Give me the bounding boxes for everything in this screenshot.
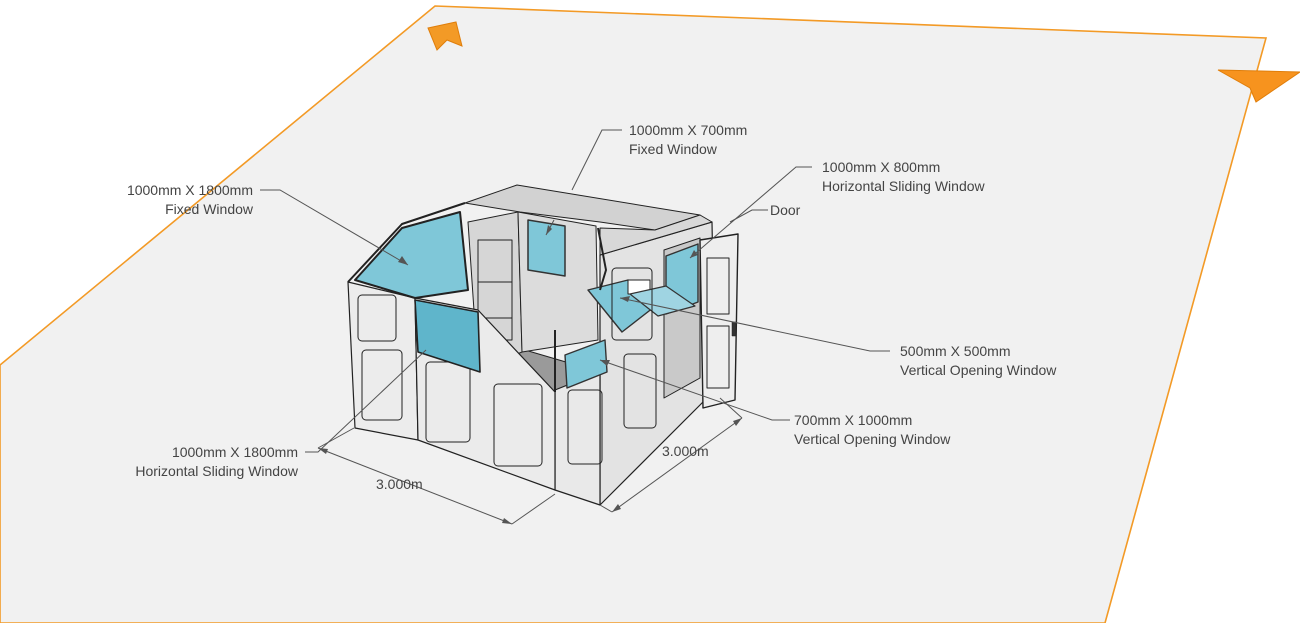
dimension-depth-label: 3.000m <box>662 443 709 459</box>
label-type: Horizontal Sliding Window <box>822 178 985 194</box>
cabin-model[interactable] <box>347 184 739 506</box>
wall-panel <box>477 239 513 319</box>
label-type: Fixed Window <box>629 141 717 157</box>
door-handle-icon <box>731 321 737 337</box>
door-panel <box>706 257 730 315</box>
leader-lines <box>260 129 890 453</box>
wall-panel <box>493 383 543 467</box>
dimension-arrowheads <box>318 418 742 524</box>
section-arrow-icon[interactable] <box>427 21 463 51</box>
roof-edge <box>347 202 466 283</box>
label-vertical-opening-large: 700mm X 1000mm Vertical Opening Window <box>794 411 950 449</box>
wall-panel <box>567 389 603 465</box>
window-glass-vertical-small-2[interactable] <box>629 285 696 317</box>
dimension-width-label: 3.000m <box>376 476 423 492</box>
label-horizontal-sliding-left: 1000mm X 1800mm Horizontal Sliding Windo… <box>100 443 298 481</box>
label-size: 1000mm X 1800mm <box>171 444 298 460</box>
right-side-upper <box>599 214 713 256</box>
section-arrow-icon[interactable] <box>1217 69 1300 103</box>
label-door: Door <box>770 202 801 218</box>
wall-panel <box>361 349 403 421</box>
window-glass-left-fixed[interactable] <box>354 211 469 299</box>
leader-arrowheads <box>398 225 698 366</box>
window-glass-vertical-large[interactable] <box>564 339 608 389</box>
label-fixed-window-left: 1000mm X 1800mm Fixed Window <box>92 181 253 219</box>
dimension-lines <box>317 397 743 525</box>
corner-post <box>597 227 607 291</box>
window-glass-top-fixed[interactable] <box>527 219 566 277</box>
door-panel <box>706 325 730 389</box>
label-type: Fixed Window <box>165 201 253 217</box>
door-leaf[interactable] <box>699 233 739 409</box>
label-size: 500mm X 500mm <box>900 343 1011 359</box>
label-size: 1000mm X 1800mm <box>126 182 253 198</box>
label-type: Horizontal Sliding Window <box>135 463 298 479</box>
label-size: 1000mm X 700mm <box>629 122 748 138</box>
front-right-wall <box>554 371 601 506</box>
label-type: Vertical Opening Window <box>794 431 951 447</box>
label-type: Vertical Opening Window <box>900 362 1057 378</box>
window-glass-sliding-left[interactable] <box>414 299 481 373</box>
wall-panel <box>357 294 397 342</box>
label-horizontal-sliding-right: 1000mm X 800mm Horizontal Sliding Window <box>822 158 985 196</box>
label-size: 1000mm X 800mm <box>822 159 941 175</box>
label-fixed-window-top: 1000mm X 700mm Fixed Window <box>629 121 747 159</box>
label-vertical-opening-small: 500mm X 500mm Vertical Opening Window <box>900 342 1056 380</box>
label-size: 700mm X 1000mm <box>794 412 913 428</box>
wall-panel <box>611 267 653 341</box>
wall-panel <box>623 353 657 429</box>
